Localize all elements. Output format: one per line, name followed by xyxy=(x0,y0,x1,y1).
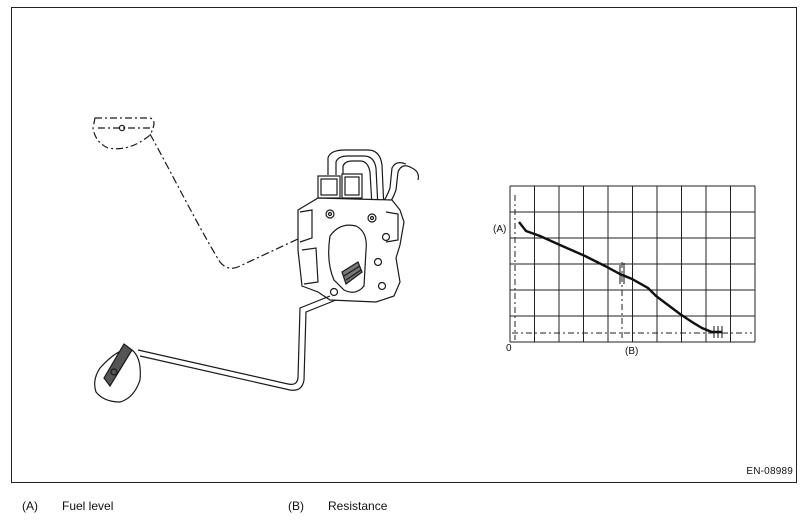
screw-4 xyxy=(373,257,383,267)
fuel-sender-unit xyxy=(92,117,419,403)
screw-5 xyxy=(377,281,387,291)
float-full-position xyxy=(92,117,155,150)
resistance-curve xyxy=(518,221,722,334)
legend-key-a: (A) xyxy=(22,499,38,513)
screw-6 xyxy=(329,287,339,297)
legend-key-b: (B) xyxy=(288,499,304,513)
graph-y-label: (A) xyxy=(493,224,506,235)
graph-grid xyxy=(509,185,756,343)
wire-harness xyxy=(327,149,419,211)
legend-item-b: (B) Resistance xyxy=(288,499,387,513)
connector-block-right xyxy=(341,173,363,199)
arm-full-position xyxy=(149,133,331,269)
legend-text-a: Fuel level xyxy=(62,499,114,513)
float-arm xyxy=(137,295,331,385)
figure-frame xyxy=(11,7,797,483)
screw-1 xyxy=(325,209,335,219)
legend-item-a: (A) Fuel level xyxy=(22,499,113,513)
resistance-graph: (A) (B) 0 xyxy=(493,185,756,357)
screw-3 xyxy=(381,232,391,242)
screw-2 xyxy=(367,213,377,223)
graph-origin-label: 0 xyxy=(506,343,512,354)
figure-id: EN-08989 xyxy=(746,466,793,477)
graph-x-label: (B) xyxy=(625,346,638,357)
float-pivot xyxy=(118,124,126,132)
legend-text-b: Resistance xyxy=(328,499,388,513)
